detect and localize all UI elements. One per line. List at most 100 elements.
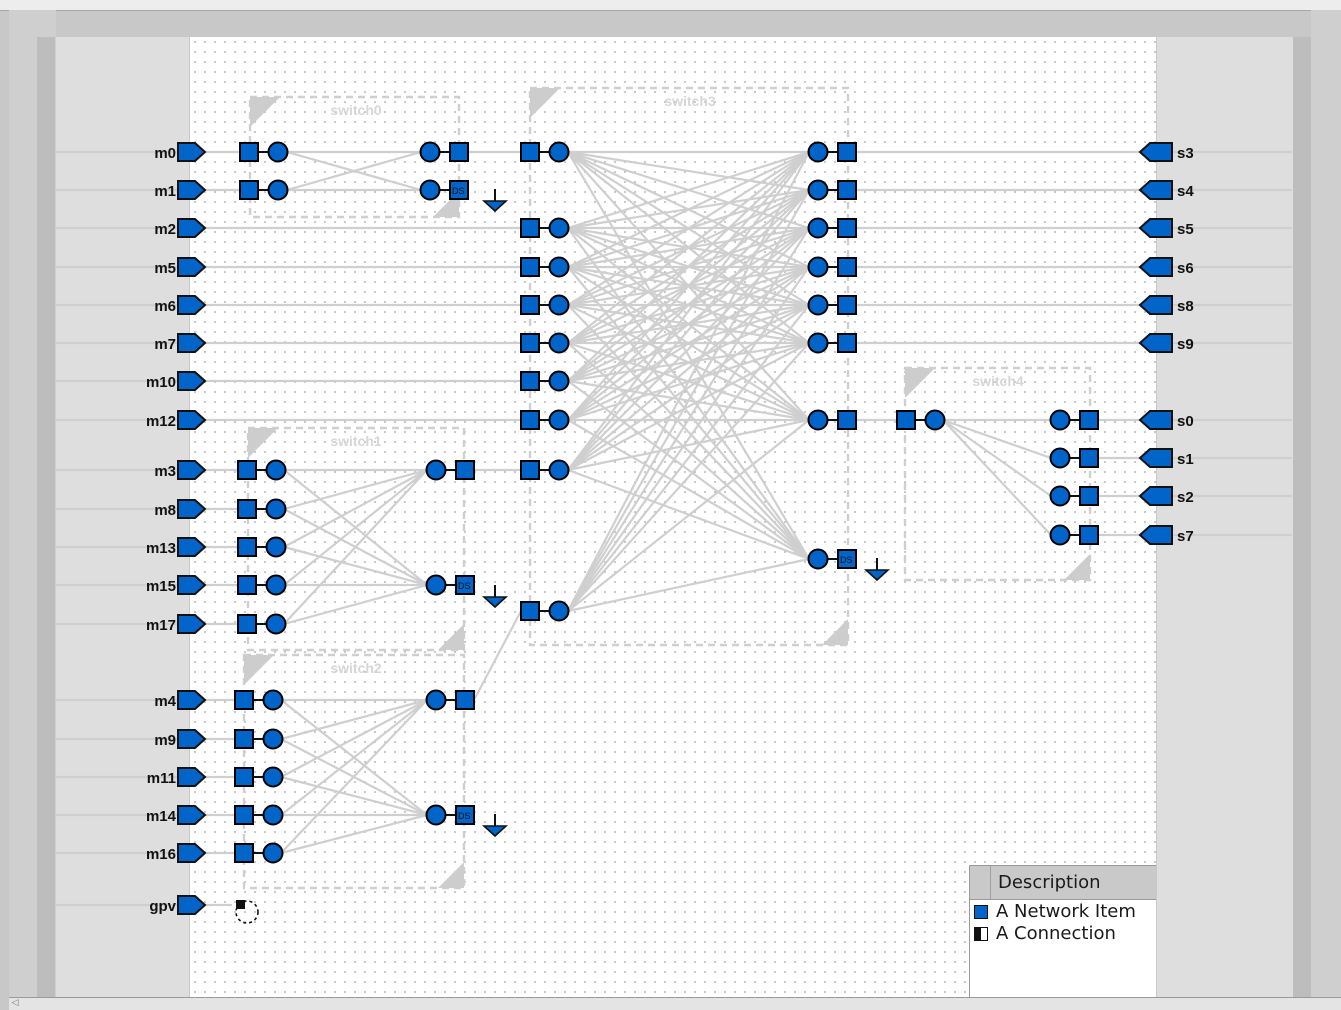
- master-port-icon[interactable]: [177, 805, 207, 825]
- switch-output-circle-icon[interactable]: [807, 332, 829, 354]
- switch-input-square-icon[interactable]: [520, 371, 540, 391]
- slave-port-icon[interactable]: [1138, 486, 1173, 506]
- switch-output-square-icon[interactable]: [449, 142, 469, 162]
- switch-input-circle-icon[interactable]: [265, 498, 287, 520]
- switch-output-circle-icon[interactable]: [807, 548, 829, 570]
- slave-port-icon[interactable]: [1138, 180, 1173, 200]
- master-port-icon[interactable]: [177, 142, 207, 162]
- switch-output-circle-icon[interactable]: [1049, 447, 1071, 469]
- scroll-left-arrow-icon[interactable]: ◁: [11, 998, 19, 1008]
- switch-input-square-icon[interactable]: [520, 257, 540, 277]
- switch-output-square-icon[interactable]: [1079, 410, 1099, 430]
- switch-input-square-icon[interactable]: [234, 729, 254, 749]
- switch-input-square-icon[interactable]: [520, 410, 540, 430]
- switch-input-circle-icon[interactable]: [267, 179, 289, 201]
- switch-output-square-icon[interactable]: [837, 410, 857, 430]
- switch-output-circle-icon[interactable]: [425, 459, 447, 481]
- switch-output-circle-icon[interactable]: [807, 256, 829, 278]
- switch-input-square-icon[interactable]: [896, 410, 916, 430]
- switch-output-square-icon[interactable]: [449, 180, 469, 200]
- switch-input-circle-icon[interactable]: [262, 842, 284, 864]
- switch-input-square-icon[interactable]: [239, 142, 259, 162]
- switch-input-circle-icon[interactable]: [548, 256, 570, 278]
- master-port-icon[interactable]: [177, 410, 207, 430]
- diagram-canvas[interactable]: [190, 37, 1156, 997]
- master-port-icon[interactable]: [177, 895, 207, 915]
- switch-input-circle-icon[interactable]: [262, 689, 284, 711]
- slave-port-icon[interactable]: [1138, 448, 1173, 468]
- slave-port-icon[interactable]: [1138, 525, 1173, 545]
- switch-input-circle-icon[interactable]: [265, 459, 287, 481]
- switch-output-circle-icon[interactable]: [425, 574, 447, 596]
- switch-output-circle-icon[interactable]: [1049, 524, 1071, 546]
- master-port-icon[interactable]: [177, 843, 207, 863]
- switch-output-circle-icon[interactable]: [1049, 409, 1071, 431]
- switch-output-square-icon[interactable]: [837, 333, 857, 353]
- switch-output-square-icon[interactable]: [837, 257, 857, 277]
- switch-output-square-icon[interactable]: [837, 218, 857, 238]
- switch-output-square-icon[interactable]: [455, 690, 475, 710]
- slave-port-icon[interactable]: [1138, 410, 1173, 430]
- switch-input-square-icon[interactable]: [234, 767, 254, 787]
- switch-input-square-icon[interactable]: [237, 575, 257, 595]
- switch-output-square-icon[interactable]: [455, 805, 475, 825]
- master-port-icon[interactable]: [177, 537, 207, 557]
- switch-input-square-icon[interactable]: [237, 499, 257, 519]
- switch-input-square-icon[interactable]: [520, 460, 540, 480]
- master-port-icon[interactable]: [177, 257, 207, 277]
- switch-input-square-icon[interactable]: [237, 614, 257, 634]
- switch-output-square-icon[interactable]: [837, 180, 857, 200]
- switch-output-square-icon[interactable]: [1079, 486, 1099, 506]
- switch-output-square-icon[interactable]: [455, 460, 475, 480]
- switch-input-circle-icon[interactable]: [262, 804, 284, 826]
- switch-output-square-icon[interactable]: [1079, 525, 1099, 545]
- switch-input-circle-icon[interactable]: [548, 600, 570, 622]
- master-port-icon[interactable]: [177, 614, 207, 634]
- slave-port-icon[interactable]: [1138, 142, 1173, 162]
- master-port-icon[interactable]: [177, 371, 207, 391]
- switch-input-circle-icon[interactable]: [548, 141, 570, 163]
- slave-port-icon[interactable]: [1138, 295, 1173, 315]
- slave-port-icon[interactable]: [1138, 333, 1173, 353]
- switch-input-circle-icon[interactable]: [262, 728, 284, 750]
- master-port-icon[interactable]: [177, 575, 207, 595]
- switch-input-circle-icon[interactable]: [548, 459, 570, 481]
- switch-input-square-icon[interactable]: [234, 805, 254, 825]
- switch-input-circle-icon[interactable]: [265, 536, 287, 558]
- switch-input-square-icon[interactable]: [237, 460, 257, 480]
- switch-input-square-icon[interactable]: [234, 843, 254, 863]
- switch-output-circle-icon[interactable]: [425, 804, 447, 826]
- switch-input-square-icon[interactable]: [234, 690, 254, 710]
- master-port-icon[interactable]: [177, 218, 207, 238]
- master-port-icon[interactable]: [177, 729, 207, 749]
- switch-input-square-icon[interactable]: [520, 218, 540, 238]
- switch-input-circle-icon[interactable]: [548, 294, 570, 316]
- switch-output-square-icon[interactable]: [1079, 448, 1099, 468]
- switch-output-circle-icon[interactable]: [807, 217, 829, 239]
- switch-input-circle-icon[interactable]: [548, 217, 570, 239]
- switch-output-square-icon[interactable]: [455, 575, 475, 595]
- switch-input-circle-icon[interactable]: [265, 574, 287, 596]
- master-port-icon[interactable]: [177, 333, 207, 353]
- switch-output-circle-icon[interactable]: [807, 294, 829, 316]
- master-port-icon[interactable]: [177, 499, 207, 519]
- switch-input-square-icon[interactable]: [520, 295, 540, 315]
- master-port-icon[interactable]: [177, 180, 207, 200]
- switch-input-circle-icon[interactable]: [548, 332, 570, 354]
- master-port-icon[interactable]: [177, 460, 207, 480]
- horizontal-scrollbar[interactable]: ◁: [9, 997, 1341, 1010]
- switch-output-circle-icon[interactable]: [807, 409, 829, 431]
- switch-output-square-icon[interactable]: [837, 549, 857, 569]
- slave-port-icon[interactable]: [1138, 257, 1173, 277]
- switch-output-circle-icon[interactable]: [419, 141, 441, 163]
- switch-input-square-icon[interactable]: [520, 601, 540, 621]
- switch-input-square-icon[interactable]: [239, 180, 259, 200]
- switch-input-circle-icon[interactable]: [265, 613, 287, 635]
- switch-output-circle-icon[interactable]: [1049, 485, 1071, 507]
- switch-input-circle-icon[interactable]: [548, 409, 570, 431]
- master-port-icon[interactable]: [177, 295, 207, 315]
- master-port-icon[interactable]: [177, 767, 207, 787]
- switch-output-square-icon[interactable]: [837, 142, 857, 162]
- switch-output-circle-icon[interactable]: [807, 141, 829, 163]
